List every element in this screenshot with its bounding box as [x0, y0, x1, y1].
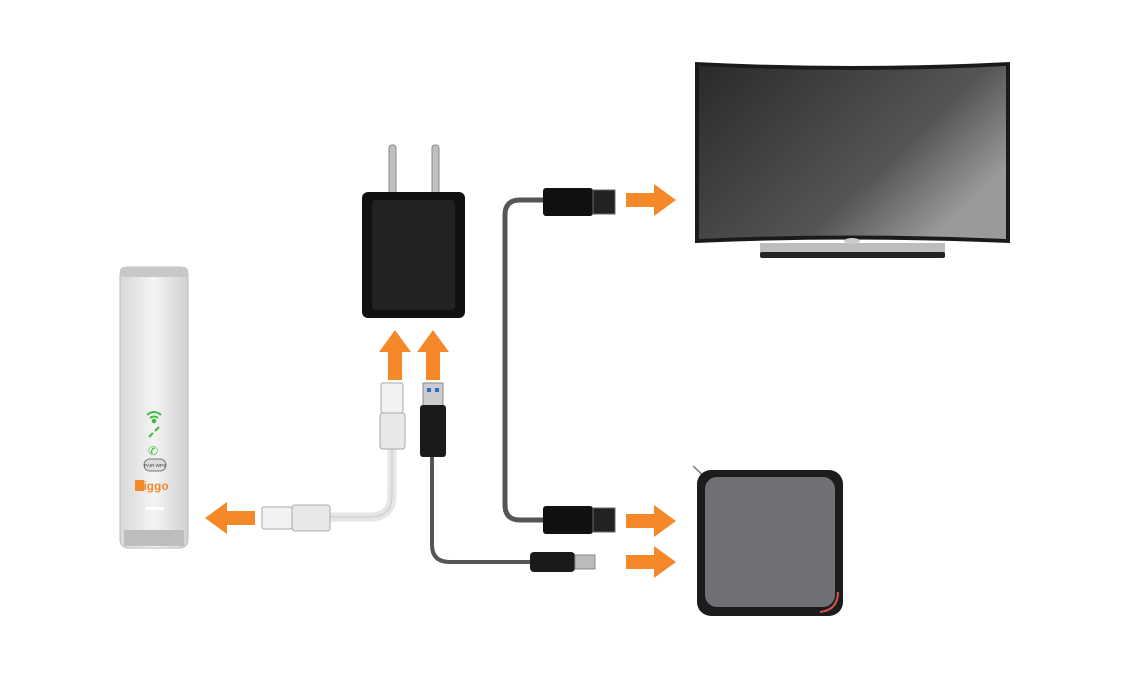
power-adapter	[362, 144, 465, 318]
arrow-ethernet-up	[379, 330, 411, 380]
arrow-usb-up	[417, 330, 449, 380]
ethernet-cable	[261, 382, 406, 532]
media-box	[692, 465, 843, 616]
wps-button	[143, 458, 167, 472]
usb-cable	[420, 382, 596, 572]
ziggo-modem: ✆ PAIR WPS Ziggo	[119, 266, 189, 549]
sync-icon	[148, 426, 160, 438]
television	[695, 62, 1010, 258]
arrow-hdmi-to-box	[626, 505, 676, 537]
arrow-usb-to-box	[626, 546, 676, 578]
wifi-icon	[146, 411, 162, 424]
arrow-to-modem	[205, 502, 255, 534]
phone-icon: ✆	[148, 444, 158, 458]
brand-logo: Ziggo	[136, 479, 169, 493]
arrow-to-tv	[626, 184, 676, 216]
hdmi-cable	[502, 188, 616, 534]
wps-label: PAIR WPS	[144, 463, 166, 468]
